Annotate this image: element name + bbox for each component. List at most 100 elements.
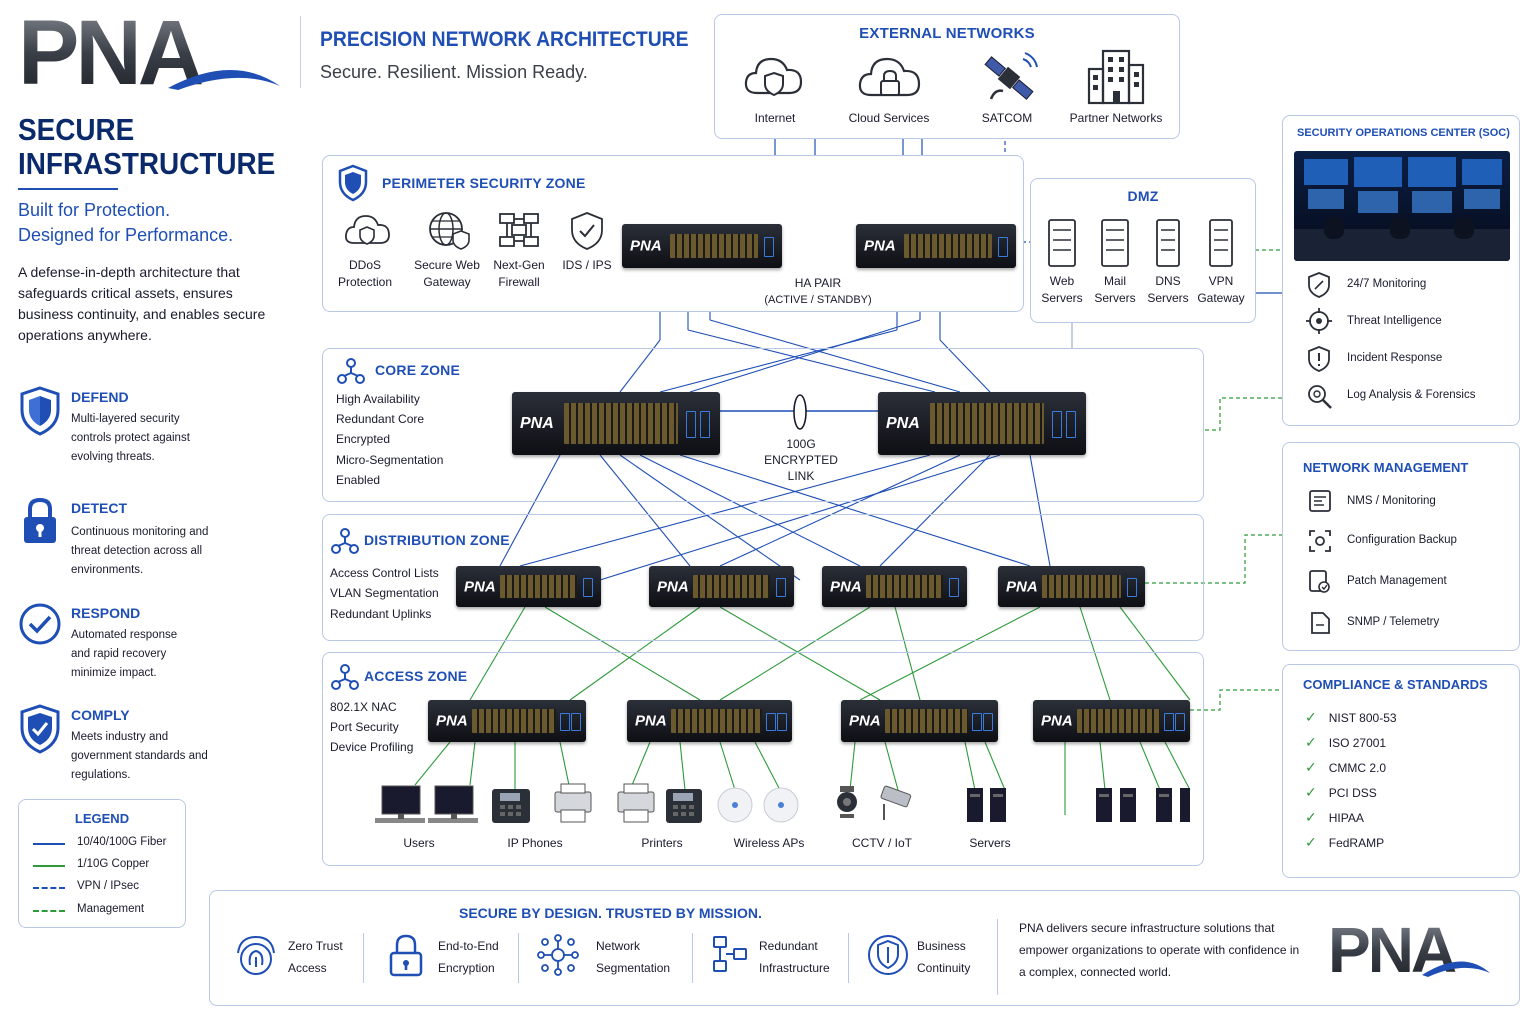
switch-sfp	[777, 712, 787, 732]
switch-sfp	[1175, 712, 1185, 732]
server-icon	[1156, 219, 1180, 267]
access-switch-1[interactable]: PNA	[428, 700, 586, 742]
switch-ports	[564, 403, 678, 444]
endpoint-devices	[375, 783, 1190, 823]
footer-item-line2: Infrastructure	[759, 961, 830, 975]
endpoint-label: Wireless APs	[733, 836, 805, 850]
perimeter-firewall-active[interactable]: PNA	[622, 224, 782, 268]
left-heading-1: SECURE	[18, 112, 135, 147]
legend-swatch	[33, 843, 65, 845]
compliance-label: ISO 27001	[1328, 735, 1387, 750]
left-sub-1: Built for Protection.	[18, 200, 171, 220]
dmz-label-2: Servers	[1041, 291, 1083, 305]
core-feature: Micro-Segmentation	[336, 453, 444, 467]
switch-brand: PNA	[520, 414, 554, 432]
distribution-switch-3[interactable]: PNA	[822, 566, 967, 607]
footer-item-line1: Business	[917, 939, 966, 953]
network-nodes-icon	[331, 664, 359, 690]
pillar-defend: DEFEND Multi-layered security controls p…	[18, 386, 218, 476]
pillar-title: DEFEND	[71, 389, 129, 405]
check-circle-icon	[19, 603, 61, 645]
switch-brand: PNA	[864, 237, 896, 255]
distribution-switch-1[interactable]: PNA	[456, 566, 601, 607]
distribution-zone-panel: DISTRIBUTION ZONE Access Control Lists V…	[322, 514, 1204, 641]
check-icon: ✓	[1305, 759, 1317, 775]
left-sub-2: Designed for Performance.	[18, 225, 234, 245]
perimeter-title: PERIMETER SECURITY ZONE	[382, 175, 586, 191]
pillar-title: DETECT	[71, 500, 127, 516]
pillar-detect: DETECT Continuous monitoring and threat …	[18, 497, 218, 587]
external-label: Partner Networks	[1069, 111, 1163, 125]
continuity-icon	[868, 935, 908, 975]
server-icon	[1209, 219, 1233, 267]
footer-logo: PNA	[1328, 914, 1493, 986]
switch-sfp	[998, 237, 1008, 257]
perimeter-firewall-standby[interactable]: PNA	[856, 224, 1016, 268]
switch-brand: PNA	[886, 414, 920, 432]
firewall-icon	[499, 213, 539, 247]
dashboard-icon	[1309, 490, 1331, 512]
switch-ports	[1042, 575, 1121, 598]
shield-icon	[338, 164, 368, 202]
compliance-item: ✓ NIST 800-53	[1305, 709, 1397, 726]
switch-sfp	[1127, 578, 1137, 597]
header-divider	[300, 16, 301, 88]
cctv-icon	[837, 786, 857, 818]
lock-icon	[24, 497, 56, 543]
switch-ports	[670, 233, 758, 259]
legend-panel: LEGEND 10/40/100G Fiber 1/10G Copper VPN…	[18, 799, 186, 928]
server-unit-icon	[967, 788, 1006, 822]
endpoint-label: CCTV / IoT	[851, 836, 912, 850]
left-heading-2: INFRASTRUCTURE	[18, 146, 276, 181]
netmgmt-item-label: NMS / Monitoring	[1347, 495, 1436, 507]
switch-ports	[930, 403, 1044, 444]
pillar-comply: COMPLY Meets industry and government sta…	[18, 704, 218, 794]
core-switch-1[interactable]: PNA	[512, 392, 720, 455]
switch-ports	[904, 233, 992, 259]
external-networks-panel: EXTERNAL NETWORKS Internet Cloud Service…	[714, 14, 1180, 139]
dmz-title: DMZ	[1127, 188, 1159, 204]
globe-shield-icon	[429, 212, 470, 250]
lock-icon	[389, 934, 423, 977]
external-title: EXTERNAL NETWORKS	[859, 25, 1035, 42]
soc-title: SECURITY OPERATIONS CENTER (SOC)	[1297, 127, 1510, 139]
switch-brand: PNA	[1006, 578, 1038, 595]
switch-sfp	[776, 578, 786, 597]
legend-title: LEGEND	[74, 811, 130, 826]
core-link-label-2: ENCRYPTED	[764, 453, 838, 467]
switch-ports	[1077, 709, 1160, 733]
perimeter-label-1: Secure Web	[414, 258, 480, 272]
switch-sfp	[583, 578, 593, 597]
monitor-icon	[375, 785, 425, 823]
cloud-shield-icon	[744, 57, 803, 97]
switch-sfp	[700, 410, 710, 439]
encrypted-link-icon	[793, 394, 807, 430]
dmz-label-1: Mail	[1103, 274, 1126, 288]
compliance-label: FedRAMP	[1328, 835, 1385, 850]
building-icon	[1087, 49, 1145, 105]
core-switch-2[interactable]: PNA	[878, 392, 1086, 455]
compliance-label: NIST 800-53	[1328, 710, 1397, 725]
svg-text:PNA: PNA	[18, 8, 203, 94]
patch-icon	[1309, 570, 1330, 593]
access-switch-4[interactable]: PNA	[1033, 700, 1190, 742]
legend-label: Management	[77, 903, 145, 915]
check-icon: ✓	[1305, 709, 1317, 725]
cloud-shield-icon	[345, 215, 390, 245]
soc-item-label: Threat Intelligence	[1347, 315, 1442, 327]
heading-underline	[18, 188, 118, 190]
left-description: A defense-in-depth architecture that saf…	[18, 264, 266, 343]
soc-item-label: 24/7 Monitoring	[1347, 278, 1427, 290]
target-icon	[1306, 308, 1332, 334]
access-switch-2[interactable]: PNA	[627, 700, 792, 742]
distribution-switch-4[interactable]: PNA	[998, 566, 1145, 607]
main-logo: PNA	[18, 2, 283, 104]
fingerprint-icon	[237, 936, 275, 975]
monitor-icon	[428, 785, 478, 823]
distribution-switch-2[interactable]: PNA	[649, 566, 794, 607]
server-icon	[1048, 219, 1076, 267]
switch-brand: PNA	[849, 712, 881, 730]
access-switch-3[interactable]: PNA	[841, 700, 998, 742]
access-feature: 802.1X NAC	[330, 700, 397, 714]
legend-label: 1/10G Copper	[77, 858, 150, 870]
